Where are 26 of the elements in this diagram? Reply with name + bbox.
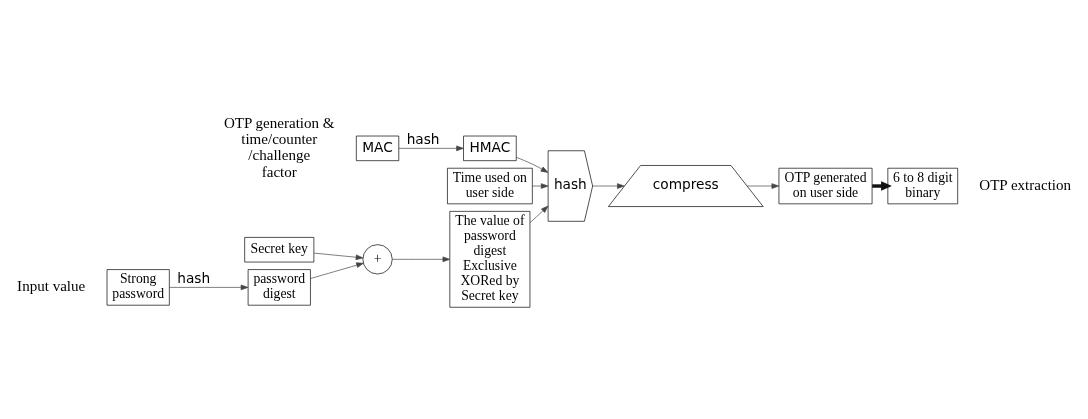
arrow bbox=[515, 156, 549, 173]
edge-label: hash bbox=[406, 130, 440, 147]
arrow bbox=[532, 182, 549, 189]
label: Input value bbox=[17, 277, 86, 294]
node-box: Time used on user side bbox=[447, 167, 533, 204]
node-box: OTP generated on user side bbox=[778, 167, 873, 204]
node-box: password digest bbox=[247, 268, 311, 306]
node-circle: + bbox=[362, 243, 393, 274]
node-box: HMAC bbox=[463, 135, 517, 161]
arrow bbox=[872, 180, 892, 191]
node-box: The value of password digest Exclusive XORed by Secret key bbox=[449, 210, 531, 308]
label: OTP generation & time/counter /challenge factor bbox=[223, 114, 335, 180]
edge-label: hash bbox=[177, 269, 211, 286]
node-box: MAC bbox=[356, 135, 400, 161]
arrow bbox=[391, 256, 451, 262]
label: OTP extraction bbox=[979, 176, 1072, 193]
arrow bbox=[746, 182, 780, 189]
arrow bbox=[310, 262, 364, 279]
arrow bbox=[313, 252, 364, 260]
arrow bbox=[169, 284, 249, 290]
node-box: 6 to 8 digit binary bbox=[887, 167, 959, 204]
arrow bbox=[529, 205, 549, 223]
arrow bbox=[592, 182, 625, 189]
arrow bbox=[398, 145, 464, 151]
node-box: Strong password bbox=[106, 268, 170, 306]
node-box: Secret key bbox=[244, 236, 315, 262]
